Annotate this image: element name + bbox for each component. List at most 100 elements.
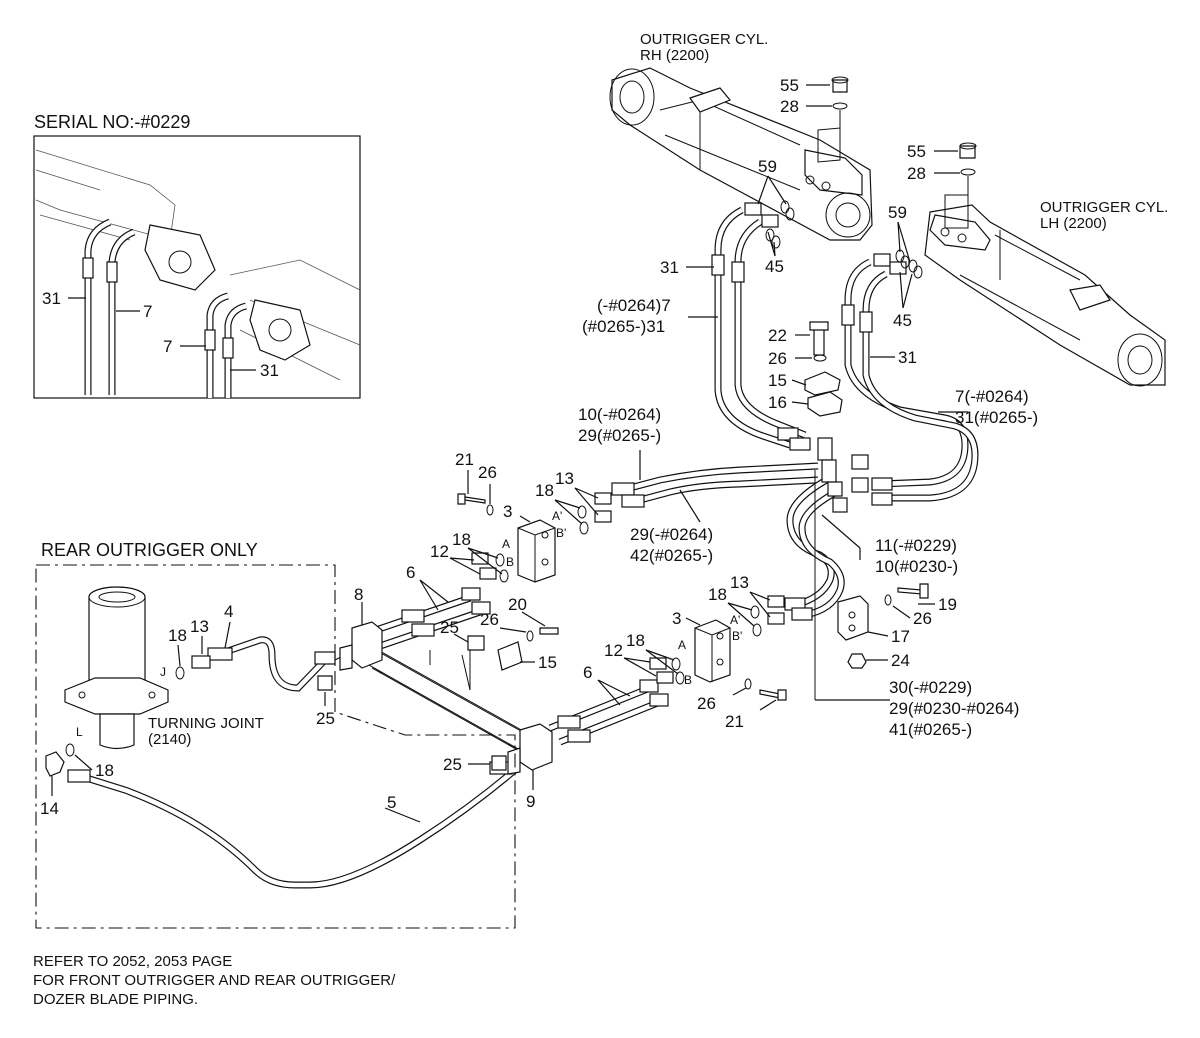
- port-j: J: [160, 665, 166, 679]
- callout-lh-55: 55: [907, 142, 926, 161]
- callout-10-line1: 10(-#0264): [578, 405, 661, 424]
- callout-25a: 25: [440, 618, 459, 637]
- callout-inset-31a: 31: [42, 289, 61, 308]
- callout-9: 9: [526, 792, 535, 811]
- callout-8: 8: [354, 585, 363, 604]
- valve-block-upper: A B A' B' 21 26 3 13 18 12 18 6: [406, 450, 612, 611]
- callout-rh-59: 59: [758, 157, 777, 176]
- callout-6a: 6: [406, 563, 415, 582]
- footer-line-1: REFER TO 2052, 2053 PAGE: [33, 953, 232, 970]
- callout-13b: 13: [730, 573, 749, 592]
- callout-21b: 21: [725, 712, 744, 731]
- callout-26c: 26: [480, 610, 499, 629]
- callout-3a: 3: [503, 502, 512, 521]
- callout-17: 17: [891, 627, 910, 646]
- callout-12a: 12: [430, 542, 449, 561]
- callout-inset-7b: 7: [163, 337, 172, 356]
- rear-outrigger-box: REAR OUTRIGGER ONLY J L TURNING JOINT (2…: [35, 540, 516, 929]
- callout-29-line1: 29(-#0264): [630, 525, 713, 544]
- callout-25b: 25: [316, 709, 335, 728]
- callout-lh-31: 31: [898, 348, 917, 367]
- callout-lh-59: 59: [888, 203, 907, 222]
- callout-14: 14: [40, 799, 59, 818]
- callout-18b: 18: [452, 530, 471, 549]
- callout-lh-45: 45: [893, 311, 912, 330]
- rh-port-block: [804, 149, 863, 196]
- callout-lh-7-line1: 7(-#0264): [955, 387, 1029, 406]
- port-a-prime-lower: A': [730, 613, 740, 627]
- callout-18e: 18: [626, 631, 645, 650]
- callout-rh-7-line1: (-#0264)7: [597, 296, 671, 315]
- callout-18f: 18: [95, 761, 114, 780]
- callout-21a: 21: [455, 450, 474, 469]
- serial-inset: SERIAL NO:-#0229 31 7 7 31: [33, 112, 361, 399]
- callout-3b: 3: [672, 609, 681, 628]
- callout-5: 5: [387, 793, 396, 812]
- cyl-rh-label-1: OUTRIGGER CYL.: [640, 31, 768, 48]
- port-b-prime-upper: B': [556, 526, 566, 540]
- callout-30-line1: 30(-#0229): [889, 678, 972, 697]
- callout-rh-55: 55: [780, 76, 799, 95]
- callout-6b: 6: [583, 663, 592, 682]
- rear-outrigger-frame: [35, 564, 516, 929]
- port-b-prime-lower: B': [732, 629, 742, 643]
- callout-29-line2: 42(#0265-): [630, 546, 713, 565]
- port-a-prime-upper: A': [552, 509, 562, 523]
- manifold-9: [519, 723, 553, 771]
- callout-13a: 13: [555, 469, 574, 488]
- footer-note: REFER TO 2052, 2053 PAGE FOR FRONT OUTRI…: [33, 953, 396, 1008]
- callout-22: 22: [768, 326, 787, 345]
- center-junction: [817, 437, 869, 513]
- callout-18c: 18: [708, 585, 727, 604]
- port-l: L: [76, 725, 83, 739]
- callout-15b: 15: [538, 653, 557, 672]
- valve-block-lower: A B A' B' 3 13 18 12 18 6 26 21: [583, 573, 787, 731]
- callout-13c: 13: [190, 617, 209, 636]
- serial-inset-title: SERIAL NO:-#0229: [34, 112, 190, 132]
- port-b-lower: B: [684, 673, 692, 687]
- cyl-rh-label-2: RH (2200): [640, 47, 709, 64]
- turning-joint-label-2: (2140): [148, 731, 191, 748]
- cyl-lh-label-1: OUTRIGGER CYL.: [1040, 199, 1168, 216]
- callout-15a: 15: [768, 371, 787, 390]
- rear-outrigger-title: REAR OUTRIGGER ONLY: [41, 540, 258, 560]
- callout-10-line2: 29(#0265-): [578, 426, 661, 445]
- callout-18d: 18: [168, 626, 187, 645]
- clamp-assembly-upper: 22 26 15 16: [768, 321, 843, 417]
- port-a-upper: A: [502, 537, 510, 551]
- callout-4: 4: [224, 602, 233, 621]
- manifolds: 8 9 25 25 25 20 26 15: [316, 585, 559, 811]
- callout-19: 19: [938, 595, 957, 614]
- serial-inset-frame: [33, 135, 361, 399]
- outrigger-cylinder-rh: OUTRIGGER CYL. RH (2200) 55 28 59 45: [609, 31, 873, 276]
- callout-lh-28: 28: [907, 164, 926, 183]
- callout-20: 20: [508, 595, 527, 614]
- callout-26d: 26: [913, 609, 932, 628]
- turning-joint-label-1: TURNING JOINT: [148, 715, 264, 732]
- outrigger-cylinder-lh: OUTRIGGER CYL. LH (2200) 55 28 59 45: [873, 142, 1168, 387]
- bracket-assembly: 19 26 17 24 30(-#0229) 29(#0230-#0264) 4…: [837, 583, 1019, 739]
- callout-lh-7-line2: 31(#0265-): [955, 408, 1038, 427]
- callout-rh-45: 45: [765, 257, 784, 276]
- callout-25c: 25: [443, 755, 462, 774]
- callout-12b: 12: [604, 641, 623, 660]
- callout-11-line2: 10(#0230-): [875, 557, 958, 576]
- port-b-upper: B: [506, 555, 514, 569]
- callout-inset-31b: 31: [260, 361, 279, 380]
- footer-line-3: DOZER BLADE PIPING.: [33, 991, 198, 1008]
- callout-rh-28: 28: [780, 97, 799, 116]
- manifold-8: [351, 621, 383, 669]
- callout-24: 24: [891, 651, 910, 670]
- callout-26a: 26: [768, 349, 787, 368]
- inset-cylinder-bracket-b: [249, 299, 311, 361]
- port-a-lower: A: [678, 638, 686, 652]
- callout-11-line1: 11(-#0229): [875, 536, 957, 555]
- callout-rh-31: 31: [660, 258, 679, 277]
- callout-30-line2: 29(#0230-#0264): [889, 699, 1019, 718]
- callout-26e: 26: [697, 694, 716, 713]
- callout-rh-7-line2: (#0265-)31: [582, 317, 665, 336]
- callout-26b: 26: [478, 463, 497, 482]
- cyl-lh-label-2: LH (2200): [1040, 215, 1107, 232]
- callout-16: 16: [768, 393, 787, 412]
